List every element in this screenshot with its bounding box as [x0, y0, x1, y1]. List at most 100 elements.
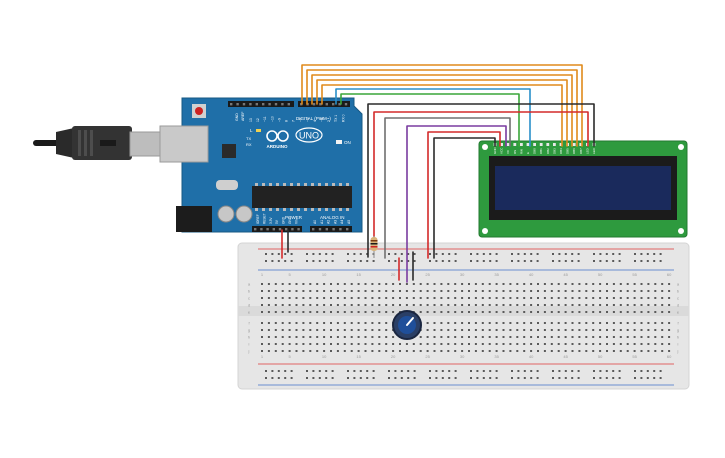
breadboard-hole[interactable] — [385, 322, 388, 324]
rail-hole[interactable] — [495, 253, 498, 255]
breadboard-hole[interactable] — [502, 322, 505, 324]
breadboard-hole[interactable] — [537, 336, 539, 338]
breadboard-hole[interactable] — [267, 336, 270, 338]
lcd-pin[interactable] — [559, 143, 563, 146]
rail-hole[interactable] — [331, 370, 334, 372]
breadboard-hole[interactable] — [647, 343, 650, 345]
breadboard-hole[interactable] — [288, 290, 291, 292]
rail-hole[interactable] — [277, 377, 280, 379]
rail-hole[interactable] — [265, 260, 267, 262]
rail-hole[interactable] — [284, 260, 287, 262]
breadboard-hole[interactable] — [626, 290, 629, 292]
breadboard-hole[interactable] — [419, 297, 422, 299]
breadboard-hole[interactable] — [405, 283, 408, 285]
rail-hole[interactable] — [366, 370, 369, 372]
breadboard-hole[interactable] — [378, 311, 381, 313]
breadboard-hole[interactable] — [316, 283, 319, 285]
breadboard-hole[interactable] — [543, 311, 546, 313]
breadboard-hole[interactable] — [668, 304, 671, 306]
rail-hole[interactable] — [599, 370, 602, 372]
breadboard-hole[interactable] — [468, 350, 470, 352]
rail-hole[interactable] — [489, 377, 492, 379]
breadboard-hole[interactable] — [612, 311, 615, 313]
breadboard-hole[interactable] — [336, 311, 339, 313]
rail-hole[interactable] — [517, 260, 520, 262]
breadboard-hole[interactable] — [364, 322, 367, 324]
breadboard-hole[interactable] — [371, 297, 374, 299]
rail-hole[interactable] — [388, 370, 390, 372]
breadboard-hole[interactable] — [468, 297, 470, 299]
breadboard-hole[interactable] — [640, 297, 643, 299]
breadboard-hole[interactable] — [357, 297, 360, 299]
breadboard-hole[interactable] — [550, 283, 553, 285]
breadboard-hole[interactable] — [302, 329, 305, 331]
breadboard-hole[interactable] — [288, 311, 291, 313]
breadboard-hole[interactable] — [267, 329, 270, 331]
rail-hole[interactable] — [530, 377, 533, 379]
rail-hole[interactable] — [388, 253, 390, 255]
breadboard-hole[interactable] — [661, 350, 664, 352]
rail-hole[interactable] — [290, 253, 293, 255]
rail-hole[interactable] — [318, 377, 321, 379]
breadboard-hole[interactable] — [440, 304, 443, 306]
breadboard-hole[interactable] — [537, 322, 539, 324]
rail-hole[interactable] — [482, 253, 485, 255]
breadboard-hole[interactable] — [426, 297, 429, 299]
breadboard-hole[interactable] — [316, 290, 319, 292]
breadboard-hole[interactable] — [336, 350, 339, 352]
rail-hole[interactable] — [536, 260, 539, 262]
rail-hole[interactable] — [605, 253, 608, 255]
breadboard-hole[interactable] — [385, 311, 388, 313]
breadboard-hole[interactable] — [654, 322, 657, 324]
breadboard-hole[interactable] — [564, 336, 567, 338]
breadboard-hole[interactable] — [647, 329, 650, 331]
breadboard-hole[interactable] — [654, 290, 657, 292]
breadboard-hole[interactable] — [592, 322, 595, 324]
breadboard-hole[interactable] — [509, 290, 512, 292]
breadboard-hole[interactable] — [274, 336, 277, 338]
breadboard-hole[interactable] — [461, 322, 464, 324]
rail-hole[interactable] — [511, 260, 513, 262]
breadboard-hole[interactable] — [626, 283, 629, 285]
rail-hole[interactable] — [571, 377, 574, 379]
wire-orange-d10-db5[interactable] — [311, 74, 573, 147]
rail-hole[interactable] — [564, 260, 567, 262]
breadboard-hole[interactable] — [612, 329, 615, 331]
breadboard-hole[interactable] — [433, 329, 436, 331]
breadboard-hole[interactable] — [592, 297, 595, 299]
rail-hole[interactable] — [413, 253, 416, 255]
breadboard-hole[interactable] — [633, 290, 636, 292]
rail-hole[interactable] — [517, 377, 520, 379]
breadboard-hole[interactable] — [447, 343, 450, 345]
rail-hole[interactable] — [271, 253, 274, 255]
rail-hole[interactable] — [359, 370, 362, 372]
rail-hole[interactable] — [347, 377, 349, 379]
rail-hole[interactable] — [577, 377, 580, 379]
breadboard-hole[interactable] — [454, 311, 457, 313]
rail-hole[interactable] — [552, 253, 554, 255]
rail-hole[interactable] — [277, 370, 280, 372]
breadboard-hole[interactable] — [640, 304, 643, 306]
breadboard-hole[interactable] — [288, 336, 291, 338]
potentiometer[interactable] — [392, 310, 422, 340]
breadboard-hole[interactable] — [288, 322, 291, 324]
rail-hole[interactable] — [407, 377, 410, 379]
breadboard-hole[interactable] — [440, 336, 443, 338]
rail-hole[interactable] — [394, 377, 397, 379]
rail-hole[interactable] — [659, 253, 662, 255]
rail-hole[interactable] — [429, 370, 431, 372]
rail-hole[interactable] — [306, 260, 308, 262]
breadboard-hole[interactable] — [516, 343, 519, 345]
breadboard-hole[interactable] — [530, 283, 533, 285]
rail-hole[interactable] — [407, 370, 410, 372]
breadboard-hole[interactable] — [343, 304, 346, 306]
breadboard-hole[interactable] — [495, 304, 498, 306]
breadboard-hole[interactable] — [599, 290, 602, 292]
breadboard-hole[interactable] — [495, 343, 498, 345]
breadboard-hole[interactable] — [530, 336, 533, 338]
breadboard-hole[interactable] — [633, 311, 636, 313]
rail-hole[interactable] — [353, 253, 356, 255]
breadboard-hole[interactable] — [288, 304, 291, 306]
breadboard-hole[interactable] — [543, 322, 546, 324]
rail-hole[interactable] — [454, 377, 457, 379]
